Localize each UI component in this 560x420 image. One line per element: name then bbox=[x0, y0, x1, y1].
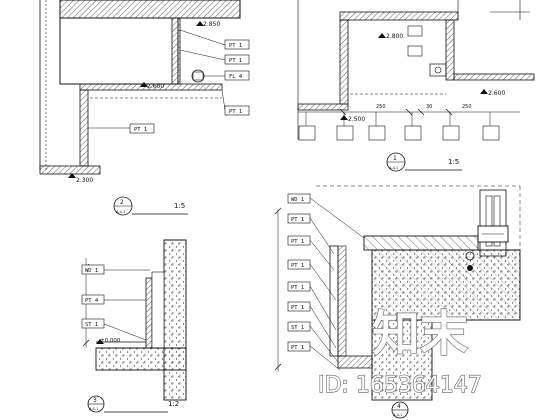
detail-4-section: WD 1 PT 1 PT 1 PT 1 PT 1 PT 1 ST 1 PT 1 … bbox=[274, 185, 521, 419]
material-tag: WD 1 bbox=[85, 268, 98, 274]
tag-row-detail-1 bbox=[298, 125, 500, 141]
bubble-sheet: A-4-1 bbox=[89, 407, 98, 411]
tag-group-detail-2: PT 1 PT 1 FL 4 PT 1 PT 1 bbox=[129, 39, 250, 134]
material-tag: ST 1 bbox=[85, 322, 98, 328]
material-tag: PT 1 bbox=[291, 217, 304, 223]
material-tag: PT 1 bbox=[291, 263, 304, 269]
material-tag: PT 1 bbox=[291, 345, 304, 351]
material-tag: PT 1 bbox=[291, 239, 304, 245]
bubble-sheet: A-4-1 bbox=[116, 210, 125, 214]
bubble-number: 2 bbox=[120, 199, 124, 206]
detail-scale: 1:5 bbox=[174, 202, 185, 210]
material-tag: PT 4 bbox=[85, 298, 99, 304]
bubble-number: 3 bbox=[93, 397, 97, 404]
level-dim: 2.300 bbox=[76, 177, 93, 184]
detail-4-title-bubble: 4 A-4-1 bbox=[391, 401, 409, 419]
detail-2-title-bubble: 2 A-4-1 1:5 bbox=[113, 196, 188, 216]
level-dim: 2.600 bbox=[147, 83, 164, 90]
material-tag: PT 1 bbox=[229, 109, 242, 115]
level-marker-icon bbox=[140, 82, 148, 87]
level-marker-icon bbox=[480, 89, 488, 94]
material-tag: PT 1 bbox=[291, 305, 304, 311]
floor-level: ±0.000 bbox=[100, 338, 121, 344]
detail-1-title-bubble: 1 A-4-1 1:5 bbox=[386, 152, 462, 172]
bubble-sheet: A-4-1 bbox=[389, 166, 398, 170]
material-tag: PT 1 bbox=[229, 43, 242, 49]
detail-scale: 1:2 bbox=[168, 400, 179, 408]
material-tag: PT 1 bbox=[134, 127, 147, 133]
material-tag: PT 1 bbox=[291, 285, 304, 291]
level-dim: 2.500 bbox=[348, 116, 365, 123]
watermark: 知末 ID: 165364147 bbox=[317, 305, 482, 398]
level-marker-icon bbox=[196, 21, 204, 26]
detail-3-title-bubble: 3 A-4-1 1:2 bbox=[87, 395, 179, 413]
tag-group-detail-4: WD 1 PT 1 PT 1 PT 1 PT 1 PT 1 ST 1 PT 1 bbox=[287, 193, 311, 352]
material-tag: PT 1 bbox=[229, 58, 242, 64]
detail-1-section: 2.800 2.600 2.500 250 30 250 bbox=[297, 0, 535, 172]
material-tag: WD 1 bbox=[291, 197, 304, 203]
level-marker-icon bbox=[96, 339, 104, 344]
watermark-logo-text: 知末 bbox=[372, 306, 468, 362]
detail-3-section: WD 1 PT 4 ST 1 ±0.000 3 A-4-1 1:2 bbox=[81, 239, 187, 413]
bubble-number: 1 bbox=[393, 155, 397, 162]
level-marker-icon bbox=[378, 33, 386, 38]
detail-2-section: 2.850 2.600 2.300 PT 1 PT 1 FL 4 PT 1 PT… bbox=[39, 0, 250, 216]
tag-group-detail-3: WD 1 PT 4 ST 1 bbox=[81, 264, 105, 329]
material-tag: FL 4 bbox=[229, 74, 243, 80]
detail-scale: 1:5 bbox=[448, 158, 459, 166]
level-marker-icon bbox=[68, 173, 76, 178]
level-dim: 2.850 bbox=[203, 21, 220, 28]
level-dim: 2.600 bbox=[488, 90, 505, 97]
material-tag: ST 1 bbox=[291, 325, 304, 331]
dimension-span: 250 bbox=[376, 104, 386, 110]
bubble-number: 4 bbox=[397, 403, 401, 410]
bubble-sheet: A-4-1 bbox=[393, 413, 402, 417]
watermark-id: ID: 165364147 bbox=[318, 373, 482, 398]
level-dim: 2.800 bbox=[386, 33, 403, 40]
dimension-span: 30 bbox=[426, 104, 432, 110]
dimension-span: 250 bbox=[462, 104, 472, 110]
